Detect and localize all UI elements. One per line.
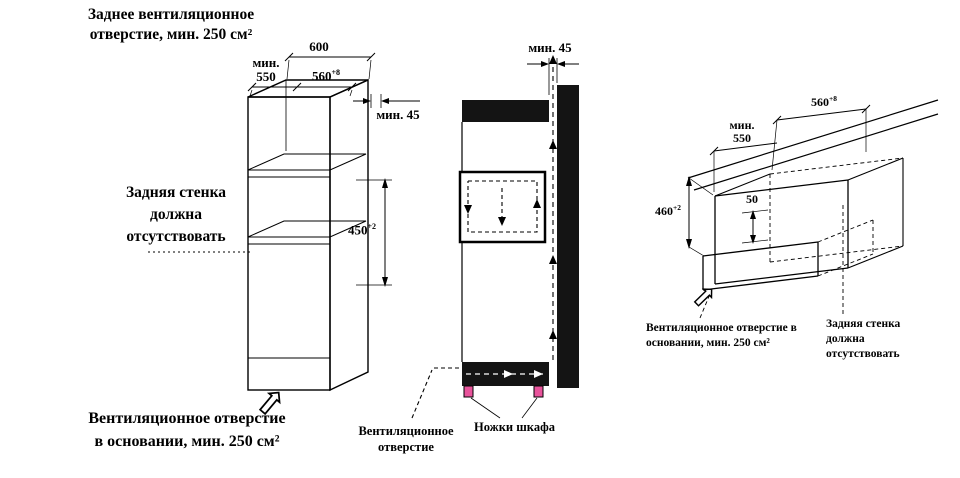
dim-460: 460+2	[655, 203, 681, 218]
vent-leader-right	[699, 293, 711, 319]
left-dimension-lines	[247, 52, 420, 287]
rear-vent-title-line1: Заднее вентиляционное	[87, 6, 255, 23]
base-vent-label-left: Вентиляционное отверстие в основании, ми…	[88, 410, 286, 450]
airflow-through-base	[466, 370, 546, 378]
shelf-upper	[247, 153, 367, 171]
countertop-line-2	[693, 113, 939, 191]
dim-450: 450+2	[347, 222, 377, 238]
cabinet-feet-label: Ножки шкафа	[474, 420, 555, 434]
room-wall-section	[557, 85, 579, 388]
back-wall-label-right: Задняя стенка должна отсутствовать	[826, 318, 901, 360]
dim-560-right: 560+8	[811, 94, 837, 109]
under-counter-drawing	[687, 99, 939, 319]
dim-600: 600	[309, 39, 329, 54]
airflow-arrows	[411, 55, 557, 419]
dim-560-left: 560+8	[311, 68, 341, 84]
feet-label-leaders	[470, 397, 538, 419]
back-wall-label-left: Задняя стенка должна отсутствовать	[125, 184, 227, 245]
dim-50: 50	[746, 192, 758, 206]
cabinet-side-face	[329, 78, 369, 392]
cabinet-foot-left	[463, 385, 474, 398]
dim-min45-left: мин. 45	[376, 107, 420, 122]
dim-min550-left: мин. 550	[252, 55, 280, 84]
cabinet-feet	[463, 385, 544, 398]
dim-min550-right: мин. 550	[729, 118, 755, 145]
base-vent-label-right: Вентиляционное отверстие в основании, ми…	[646, 322, 797, 349]
rear-vent-title-line2: отверстие, мин. 250 см²	[89, 26, 253, 43]
cabinet-foot-right	[533, 385, 544, 398]
right-dimension-lines	[686, 104, 871, 257]
middle-gap-dimension	[527, 58, 579, 95]
tall-cabinet	[247, 78, 369, 392]
dim-min45-middle: мин. 45	[528, 40, 572, 55]
vent-opening-label-middle: Вентиляционное отверстие	[358, 424, 454, 454]
rear-vent-title: Заднее вентиляционное отверстие, мин. 25…	[60, 5, 282, 45]
cabinet-top-section	[462, 100, 549, 122]
shelf-lower	[247, 220, 367, 238]
appliance-box	[458, 170, 547, 244]
countertop-line	[687, 99, 939, 179]
